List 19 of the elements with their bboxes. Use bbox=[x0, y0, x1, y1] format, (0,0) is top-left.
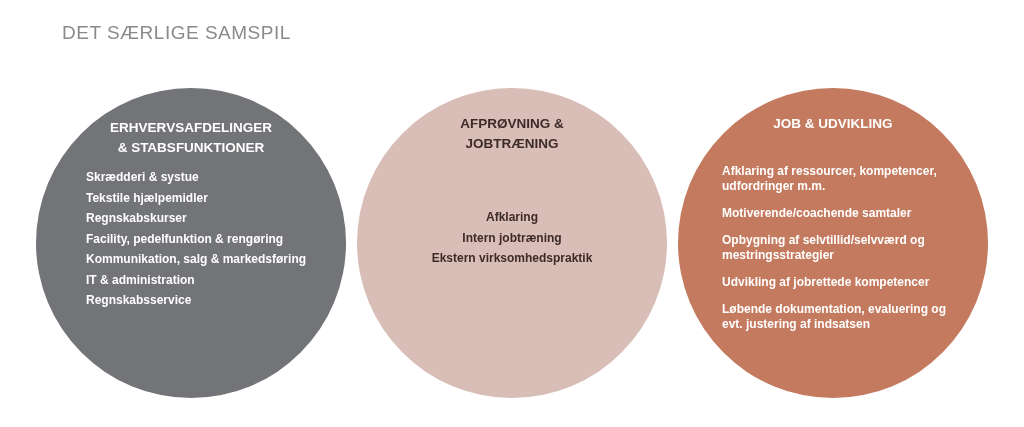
list-item: Skrædderi & systue bbox=[86, 170, 200, 185]
list-item: Udvikling af jobrettede kompetencer bbox=[722, 275, 931, 290]
list-item: Regnskabsservice bbox=[86, 293, 193, 308]
list-item: Motiverende/coachende samtaler bbox=[722, 206, 913, 221]
circle-heading: AFPRØVNING & JOBTRÆNING bbox=[459, 115, 565, 153]
list-item: Afklaring bbox=[485, 210, 539, 225]
list-item: Afklaring af ressourcer, kompetencer, udfordringer m.m. bbox=[722, 164, 938, 194]
list-item: IT & administration bbox=[86, 272, 196, 288]
list-item: Facility, pedelfunktion & rengøring bbox=[86, 231, 285, 247]
list-item: Løbende dokumentation, evaluering og evt. justering af indsatsen bbox=[722, 302, 947, 332]
list-item: Tekstile hjælpemidler bbox=[86, 190, 209, 206]
list-item: Opbygning af selvtillid/selvværd og mestringsstrategier bbox=[722, 233, 926, 263]
circle-heading: JOB & UDVIKLING bbox=[772, 115, 894, 133]
list-item: Ekstern virksomhedspraktik bbox=[430, 251, 594, 266]
list-item: Regnskabskurser bbox=[86, 211, 188, 226]
circle-heading: ERHVERVSAFDELINGER & STABSFUNKTIONER bbox=[109, 119, 273, 157]
list-item: Intern jobtræning bbox=[461, 230, 563, 246]
list-item: Kommunikation, salg & markedsføring bbox=[86, 252, 308, 267]
diagram-title: DET SÆRLIGE SAMSPIL bbox=[62, 22, 291, 44]
